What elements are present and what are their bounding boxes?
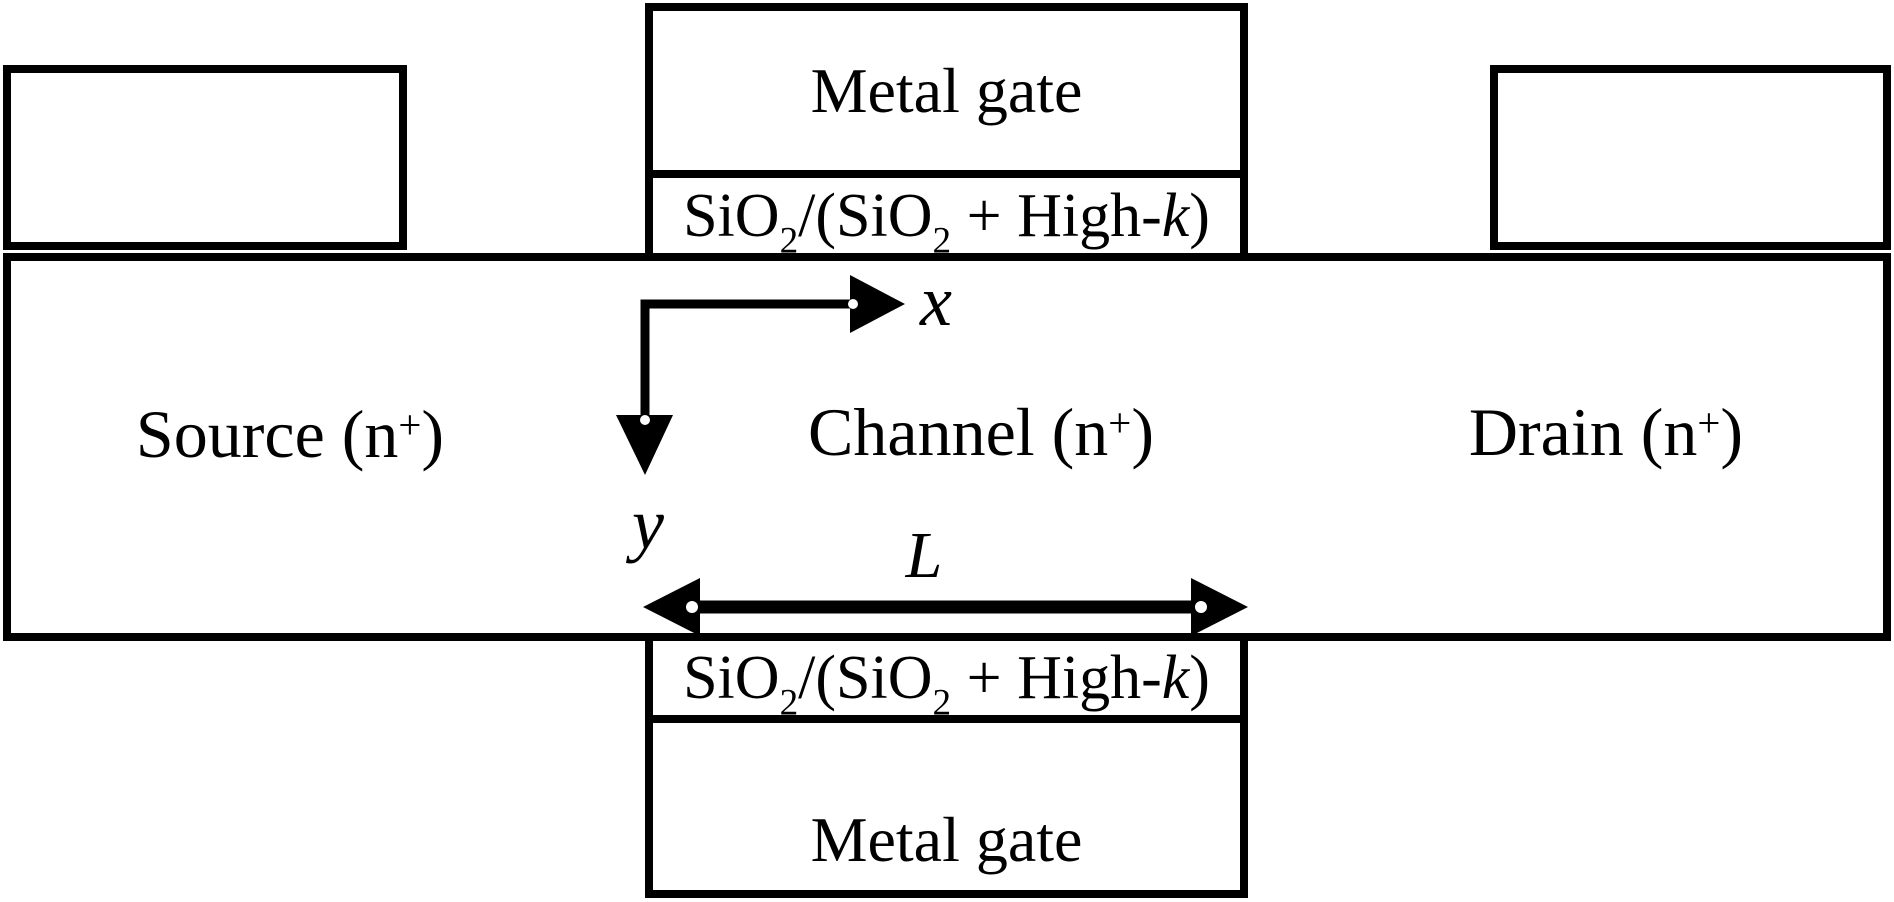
top-gate-oxide-label: SiO2/(SiO2 + High-k) [683,181,1210,262]
bottom-gate-oxide-box: SiO2/(SiO2 + High-k) [645,633,1248,723]
top-gate-oxide-box: SiO2/(SiO2 + High-k) [645,170,1248,261]
drain-contact-box [1490,65,1891,250]
channel-label: Channel (n+) [808,394,1154,470]
source-contact-box [3,65,407,250]
y-axis-label: y [632,484,664,564]
drain-label: Drain (n+) [1468,394,1744,470]
channel-length-label: L [905,519,943,592]
bottom-metal-gate-box: Metal gate [645,715,1248,898]
top-metal-gate-box: Metal gate [645,3,1248,178]
bottom-gate-oxide-label: SiO2/(SiO2 + High-k) [683,644,1210,724]
source-label: Source (n+) [135,396,445,472]
top-metal-gate-label: Metal gate [810,54,1083,126]
bottom-metal-gate-label: Metal gate [810,804,1083,875]
x-axis-label: x [920,261,952,341]
